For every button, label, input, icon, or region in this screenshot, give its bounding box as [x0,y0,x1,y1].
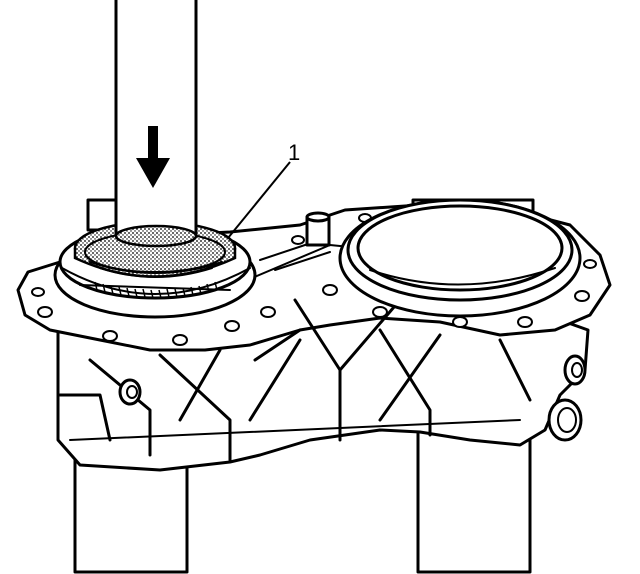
right-bore [338,198,582,318]
dowel-pin [305,211,331,247]
callout-1: 1 [227,140,300,239]
seal-installer-tool [114,0,198,248]
side-bosses [118,354,587,442]
bolt-holes [31,213,597,346]
seal-teeth [94,281,218,299]
arrow-down-icon [136,126,170,188]
callout-label: 1 [288,140,300,165]
